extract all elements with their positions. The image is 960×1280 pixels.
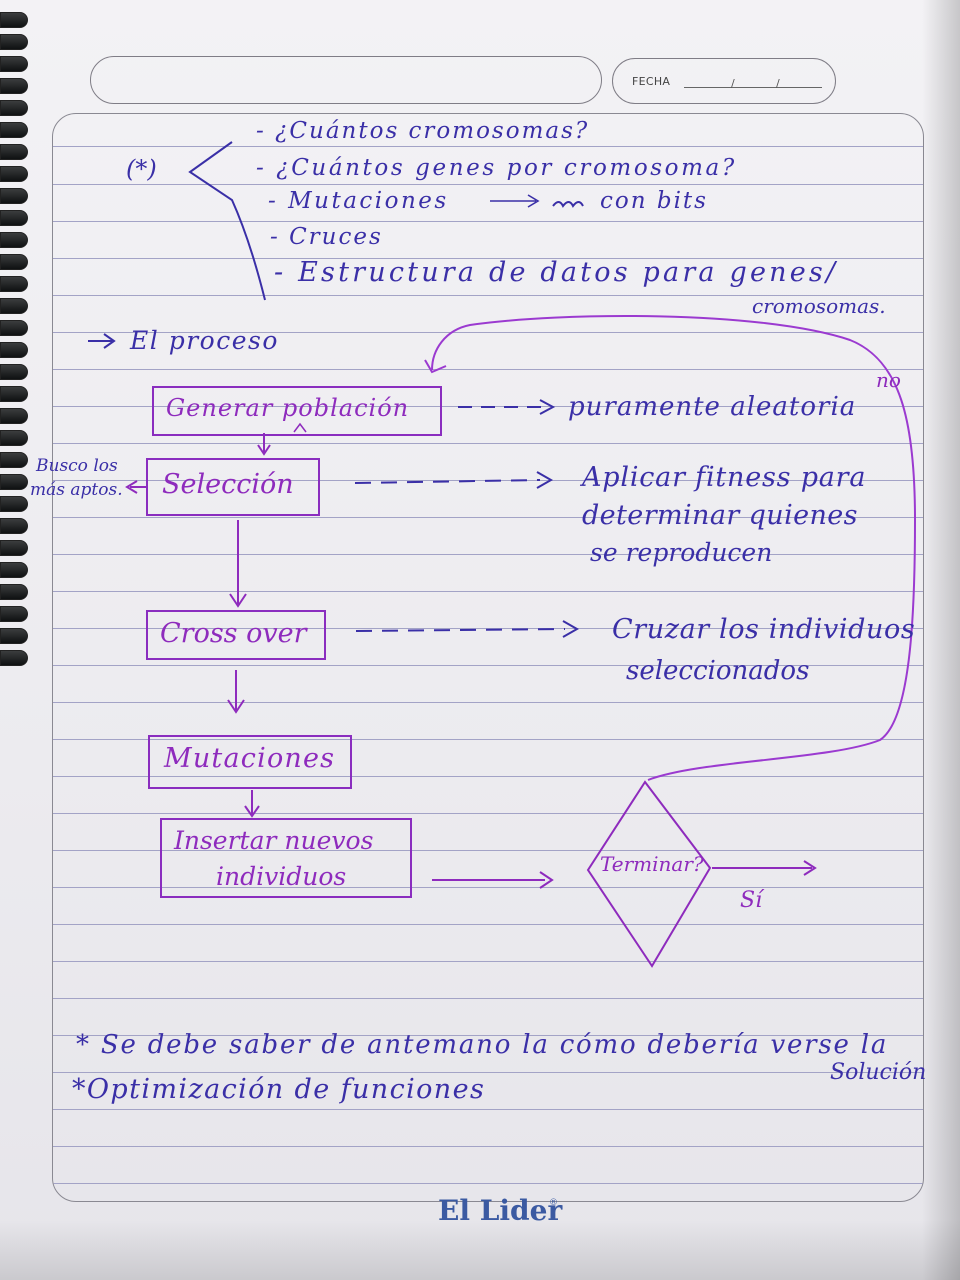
- step-box-generar: [152, 386, 442, 436]
- step-note: se reproducen: [590, 538, 773, 567]
- date-field: [612, 58, 836, 104]
- side-note: Busco los: [36, 456, 118, 476]
- decision-yes-label: Sí: [740, 888, 763, 913]
- brand-registered-mark: ®: [549, 1198, 558, 1208]
- step-note: Cruzar los individuos: [612, 614, 916, 645]
- date-separator: /: [731, 77, 735, 90]
- title-field: [90, 56, 602, 104]
- step-box-seleccion: [146, 458, 320, 516]
- date-separator: /: [776, 77, 780, 90]
- note-question: - Mutaciones: [268, 188, 449, 214]
- step-label: Mutaciones: [164, 743, 336, 774]
- step-label: Insertar nuevos: [174, 826, 374, 855]
- step-box-crossover: [146, 610, 326, 660]
- note-question: - ¿Cuántos genes por cromosoma?: [256, 155, 737, 181]
- step-box-insertar: [160, 818, 412, 898]
- step-note: seleccionados: [626, 656, 810, 686]
- step-label: Selección: [162, 469, 294, 500]
- note-question: - Cruces: [270, 224, 383, 250]
- page-bottom-shadow: [0, 1220, 960, 1280]
- step-label: individuos: [216, 862, 347, 891]
- decision-label: Terminar?: [600, 852, 704, 876]
- process-heading: El proceso: [130, 326, 279, 355]
- footnote: *Optimización de funciones: [72, 1074, 486, 1105]
- step-box-mutaciones: [148, 735, 352, 789]
- date-label: FECHA: [632, 75, 671, 88]
- side-note: más aptos.: [30, 480, 123, 500]
- step-note: Aplicar fitness para: [582, 462, 867, 493]
- note-bits: con bits: [600, 188, 708, 214]
- note-question: - Estructura de datos para genes/: [274, 257, 839, 288]
- note-continuation: cromosomas.: [752, 294, 886, 318]
- date-line: [684, 87, 822, 88]
- footnote: Solución: [830, 1060, 927, 1085]
- ruled-area: [52, 113, 924, 1202]
- step-label: Cross over: [160, 618, 307, 649]
- step-note: puramente aleatoria: [568, 392, 857, 422]
- footnote: * Se debe saber de antemano la cómo debe…: [76, 1030, 889, 1060]
- step-label: Generar población: [166, 394, 410, 422]
- page-edge-shadow: [922, 0, 960, 1280]
- brand-logo: El Lider: [438, 1194, 563, 1227]
- step-note: determinar quienes: [582, 500, 858, 531]
- note-question: - ¿Cuántos cromosomas?: [256, 118, 590, 144]
- decision-no-label: no: [876, 368, 901, 392]
- asterisk-marker: (*): [126, 155, 157, 183]
